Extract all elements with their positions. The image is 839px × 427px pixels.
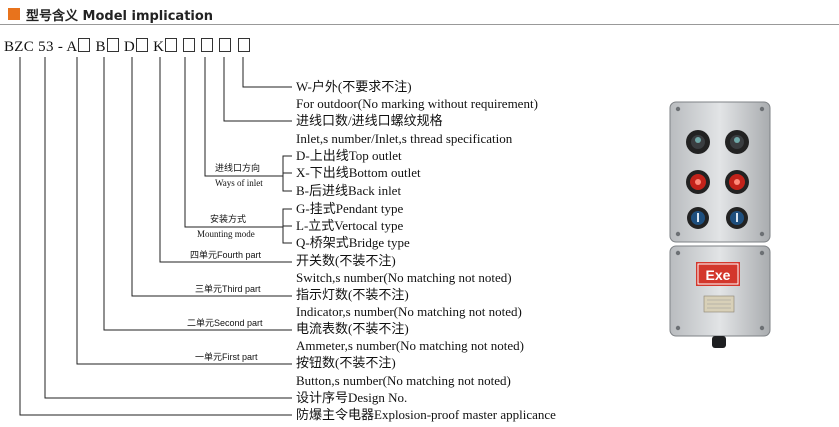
button-label-cn: 按钮数(不装不注) <box>296 355 396 370</box>
third-part-label: 三单元Third part <box>195 284 261 294</box>
code-box <box>201 38 214 52</box>
bottom-outlet-label: X-下出线Bottom outlet <box>296 165 421 180</box>
header-divider <box>0 24 839 25</box>
ways-of-inlet-label-en: Ways of inlet <box>215 178 263 188</box>
inlet-label-en: Inlet,s number/Inlet,s thread specificat… <box>296 131 513 146</box>
section-title: 型号含义 Model implication <box>26 8 214 24</box>
section-header: 型号含义 Model implication <box>8 4 213 24</box>
code-prefix: BZC <box>4 39 35 55</box>
code-box <box>165 38 178 52</box>
bridge-type-label: Q-桥架式Bridge type <box>296 235 410 250</box>
code-letter-k: K <box>153 39 165 55</box>
outdoor-label-en: For outdoor(No marking without requireme… <box>296 96 538 111</box>
code-box <box>219 38 232 52</box>
code-letter-d: D <box>123 39 136 55</box>
pendant-type-label: G-挂式Pendant type <box>296 201 404 216</box>
back-inlet-label: B-后进线Back inlet <box>296 183 402 198</box>
ammeter-label-cn: 电流表数(不装不注) <box>296 321 409 336</box>
code-box <box>106 38 119 52</box>
ammeter-label-en: Ammeter,s number(No matching not noted) <box>296 338 525 353</box>
code-letter-a: A <box>66 39 78 55</box>
inlet-label-cn: 进线口数/进线口螺纹规格 <box>296 113 443 128</box>
switch-label-en: Switch,s number(No matching not noted) <box>296 270 512 285</box>
code-box <box>183 38 196 52</box>
mounting-mode-label-cn: 安装方式 <box>210 214 247 224</box>
code-box <box>78 38 91 52</box>
mounting-mode-label-en: Mounting mode <box>197 229 255 239</box>
model-code: BZC 53 - A B D K <box>4 38 251 56</box>
switch-label-cn: 开关数(不装不注) <box>296 253 396 268</box>
exe-badge-text: Exe <box>706 267 731 283</box>
code-box <box>237 38 250 52</box>
button-label-en: Button,s number(No matching not noted) <box>296 373 511 388</box>
outdoor-label-cn: W-户外(不要求不注) <box>296 79 412 94</box>
control-box-image: Exe <box>669 101 771 348</box>
first-part-label: 一单元First part <box>195 352 258 362</box>
header-square-icon <box>8 8 20 20</box>
ways-of-inlet-label-cn: 进线口方向 <box>215 163 261 173</box>
indicator-label-en: Indicator,s number(No matching not noted… <box>296 304 522 319</box>
code-box <box>136 38 149 52</box>
top-outlet-label: D-上出线Top outlet <box>296 148 402 163</box>
indicator-label-cn: 指示灯数(不装不注) <box>296 287 409 302</box>
design-no-label: 设计序号Design No. <box>296 390 408 405</box>
code-dash: - <box>57 39 64 55</box>
vertical-type-label: L-立式Vertocal type <box>296 218 404 233</box>
code-series: 53 <box>38 39 54 55</box>
product-name-label: 防爆主令电器Explosion-proof master applicance <box>296 407 556 422</box>
second-part-label: 二单元Second part <box>187 318 263 328</box>
fourth-part-label: 四单元Fourth part <box>190 250 262 260</box>
code-letter-b: B <box>95 39 106 55</box>
